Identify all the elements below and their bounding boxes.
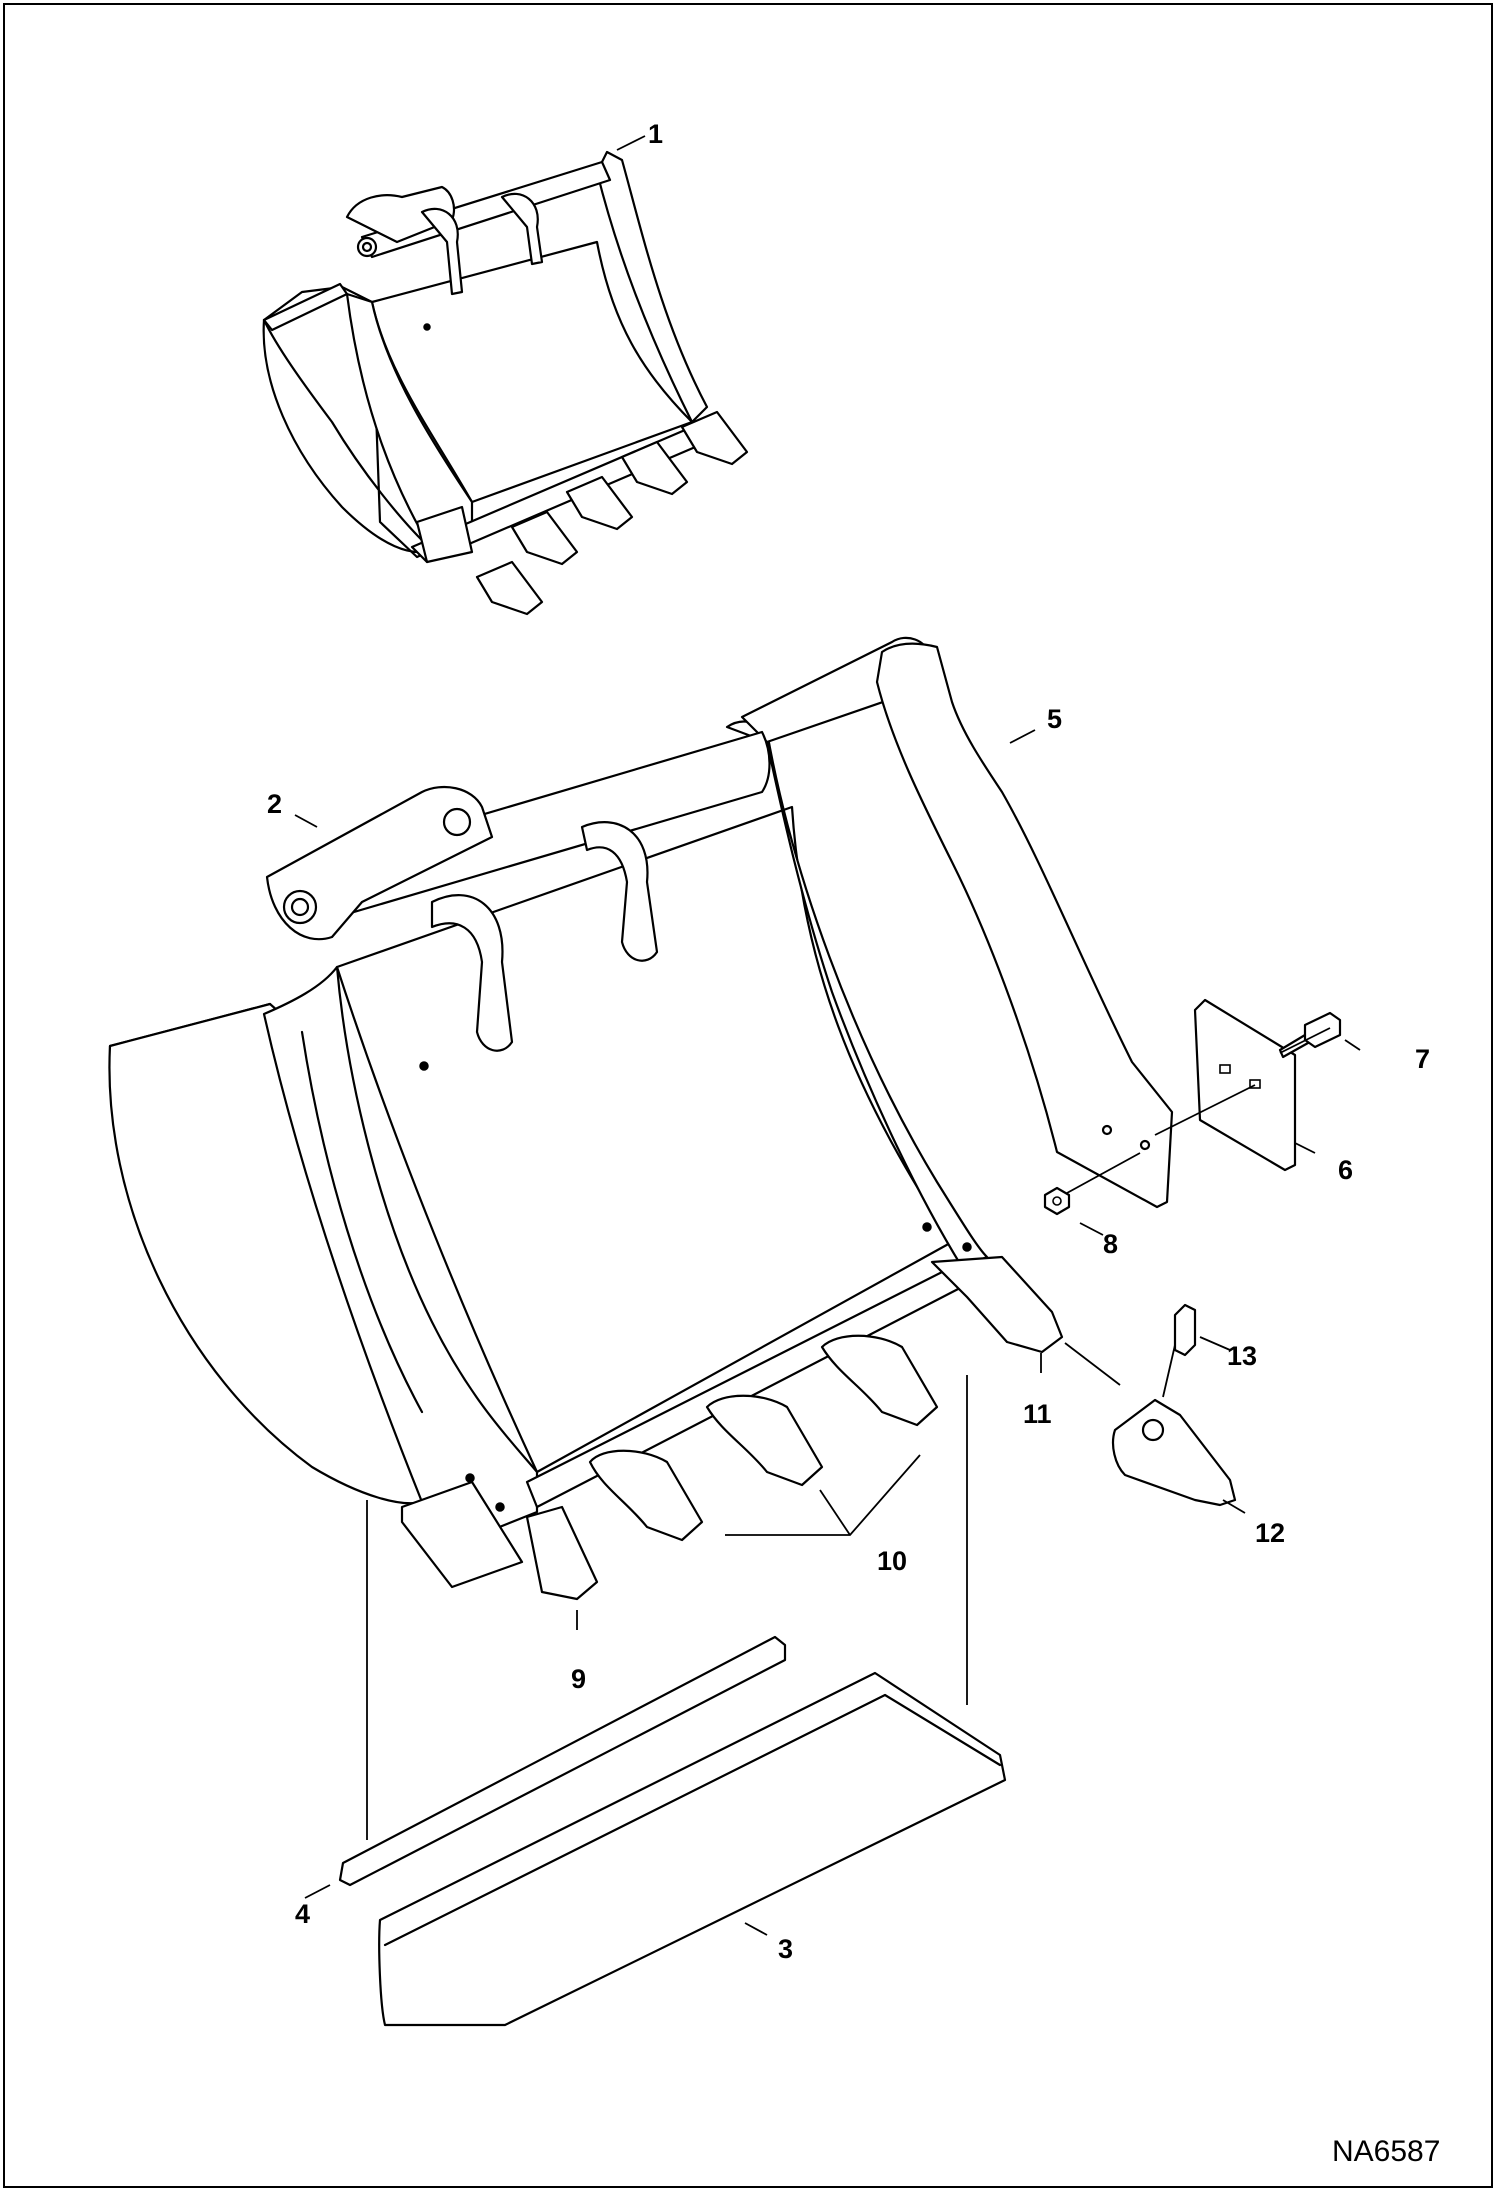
tooth-10a xyxy=(588,1449,704,1542)
loose-tooth xyxy=(1111,1398,1237,1507)
callout-13: 13 xyxy=(1227,1341,1257,1371)
callout-9: 9 xyxy=(571,1664,586,1694)
side-cutter xyxy=(875,642,1174,1209)
callout-3: 3 xyxy=(778,1934,793,1964)
leader-lines xyxy=(294,135,1361,1936)
callout-labels: 1 2 3 4 5 6 7 8 9 10 11 12 13 xyxy=(267,119,1430,1964)
callout-5: 5 xyxy=(1047,704,1062,734)
nut xyxy=(1043,1186,1071,1216)
tooth-10c xyxy=(820,1334,939,1427)
callout-2: 2 xyxy=(267,789,282,819)
exploded-parts-diagram: 1 2 3 4 5 6 7 8 9 10 11 12 13 NA6587 xyxy=(108,119,1440,2168)
tooth-11 xyxy=(930,1255,1064,1354)
tooth-9 xyxy=(525,1505,599,1601)
assembled-bucket-illustration xyxy=(262,150,749,616)
drawing-frame: 1 2 3 4 5 6 7 8 9 10 11 12 13 NA6587 xyxy=(3,3,1493,2188)
callout-10: 10 xyxy=(877,1546,907,1576)
bolt xyxy=(1278,1011,1342,1059)
drawing-number: NA6587 xyxy=(1332,2135,1440,2168)
bucket-teeth-set xyxy=(525,1255,1064,1601)
tooth-10b xyxy=(705,1394,824,1487)
callout-12: 12 xyxy=(1255,1518,1285,1548)
callout-1: 1 xyxy=(648,119,663,149)
edge-plate xyxy=(1193,998,1297,1172)
bucket-exploded-view xyxy=(108,636,989,1589)
callout-7: 7 xyxy=(1415,1044,1430,1074)
callout-4: 4 xyxy=(295,1899,310,1929)
small-bucket-teeth xyxy=(475,410,749,616)
callout-11: 11 xyxy=(1023,1399,1052,1429)
retaining-pin xyxy=(1173,1303,1197,1357)
callout-8: 8 xyxy=(1103,1229,1118,1259)
callout-6: 6 xyxy=(1338,1155,1353,1185)
wear-strip xyxy=(338,1635,787,1887)
cutting-edge xyxy=(378,1671,1007,2027)
